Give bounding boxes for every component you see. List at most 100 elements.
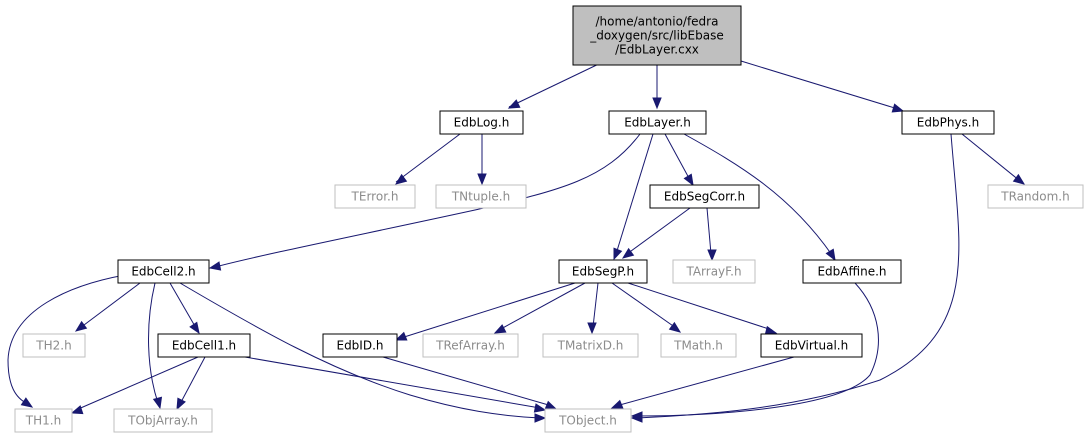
edge-line	[611, 282, 677, 329]
node-label: EdbPhys.h	[917, 116, 979, 130]
arrowhead-icon	[477, 173, 487, 186]
node-label: /home/antonio/fedra	[596, 15, 719, 29]
node-label: _doxygen/src/libEbase	[589, 29, 723, 43]
node-label: EdbVirtual.h	[775, 339, 848, 353]
node-tntuple: TNtuple.h	[435, 184, 527, 209]
node-edbcell1[interactable]: EdbCell1.h	[157, 333, 251, 358]
edge-line	[7, 274, 126, 405]
arrowhead-icon	[20, 397, 34, 408]
node-box	[760, 333, 863, 358]
node-box	[649, 184, 760, 209]
node-box	[439, 110, 524, 135]
arrowhead-icon	[621, 247, 635, 259]
edge-line	[179, 282, 541, 419]
arrowhead-icon	[394, 331, 408, 341]
node-edblog[interactable]: EdbLog.h	[439, 110, 524, 135]
arrowhead-icon	[152, 396, 163, 410]
nodes-layer: /home/antonio/fedra_doxygen/src/libEbase…	[14, 5, 1084, 433]
edge-edbcell1-to-tobjarray	[176, 356, 206, 411]
node-edbsegcorr[interactable]: EdbSegCorr.h	[649, 184, 760, 209]
edge-edbcell2-to-tobject	[179, 282, 547, 423]
node-label: EdbCell1.h	[172, 339, 236, 353]
edge-line	[592, 282, 599, 328]
edge-edbsegp-to-edbid	[394, 282, 576, 341]
node-th2: TH2.h	[22, 333, 86, 358]
edge-line	[615, 133, 654, 255]
edge-line	[664, 133, 691, 181]
arrowhead-icon	[825, 248, 836, 262]
node-edbcell2[interactable]: EdbCell2.h	[117, 259, 210, 284]
node-tobject: TObject.h	[544, 408, 632, 433]
node-label: TObjArray.h	[127, 414, 198, 428]
edge-line	[179, 356, 206, 405]
arrowhead-icon	[189, 321, 200, 335]
node-terror: TError.h	[334, 184, 416, 209]
node-box	[672, 259, 756, 284]
node-tarrayf: TArrayF.h	[672, 259, 756, 284]
edge-edbvirtual-to-tobject	[610, 356, 795, 409]
node-box	[608, 110, 707, 135]
node-edbvirtual[interactable]: EdbVirtual.h	[760, 333, 863, 358]
arrowhead-icon	[630, 411, 643, 421]
edge-edbcell2-to-tobjarray	[148, 282, 163, 410]
edge-edbcell1-to-th1	[70, 356, 199, 415]
node-label: EdbID.h	[336, 339, 383, 353]
node-label: EdbLog.h	[454, 116, 510, 130]
node-box	[334, 184, 416, 209]
edge-edblog-to-terror	[394, 133, 461, 185]
arrowhead-icon	[668, 321, 682, 333]
edge-edblayer-to-edbsegp	[613, 133, 654, 261]
arrowhead-icon	[74, 320, 88, 332]
node-box	[987, 184, 1084, 209]
arrowhead-icon	[507, 99, 521, 109]
edge-edblayer-to-edbsegcorr	[664, 133, 694, 187]
edge-line	[961, 133, 1021, 182]
edge-edbcell2-to-th2	[74, 282, 141, 332]
node-edbsegp[interactable]: EdbSegP.h	[558, 259, 648, 284]
node-label: TNtuple.h	[451, 190, 510, 204]
node-box	[322, 333, 398, 358]
edge-line	[75, 356, 199, 411]
node-edbid[interactable]: EdbID.h	[322, 333, 398, 358]
edge-line	[626, 207, 691, 255]
node-tmath: TMath.h	[660, 333, 737, 358]
node-label: EdbSegP.h	[572, 265, 634, 279]
node-label: TH1.h	[25, 414, 61, 428]
edge-edblayer-to-edbaffine	[683, 133, 836, 262]
edge-line	[244, 356, 541, 409]
edges-layer	[7, 60, 1026, 423]
node-label: TMath.h	[673, 339, 723, 353]
node-label: TRandom.h	[1000, 190, 1069, 204]
arrowhead-icon	[707, 249, 717, 262]
node-label: EdbCell2.h	[131, 265, 195, 279]
arrowhead-icon	[534, 413, 547, 423]
node-edbaffine[interactable]: EdbAffine.h	[802, 259, 902, 284]
arrowhead-icon	[610, 399, 624, 409]
edge-line	[148, 282, 159, 404]
arrowhead-icon	[652, 97, 662, 110]
edge-line	[382, 356, 553, 407]
node-label: TRefArray.h	[435, 339, 505, 353]
edge-line	[395, 133, 461, 183]
edge-edbid-to-tobject	[382, 356, 558, 410]
edge-edbphys-to-trandom	[961, 133, 1026, 185]
edge-edbsegcorr-to-tarrayf	[706, 207, 717, 262]
edge-line	[635, 282, 879, 417]
node-root[interactable]: /home/antonio/fedra_doxygen/src/libEbase…	[572, 5, 742, 66]
edge-root-to-edblayer	[652, 61, 662, 110]
arrowhead-icon	[544, 400, 558, 410]
node-label: EdbSegCorr.h	[664, 190, 745, 204]
node-box	[14, 408, 73, 433]
node-box	[660, 333, 737, 358]
node-edbphys[interactable]: EdbPhys.h	[901, 110, 995, 135]
arrowhead-icon	[613, 247, 623, 261]
node-box	[422, 333, 519, 358]
node-box	[22, 333, 86, 358]
edge-line	[79, 282, 141, 329]
arrowhead-icon	[208, 261, 222, 271]
arrowhead-icon	[176, 397, 186, 411]
node-edblayer[interactable]: EdbLayer.h	[608, 110, 707, 135]
edge-line	[508, 60, 606, 108]
edge-line	[740, 60, 899, 110]
node-box	[558, 259, 648, 284]
